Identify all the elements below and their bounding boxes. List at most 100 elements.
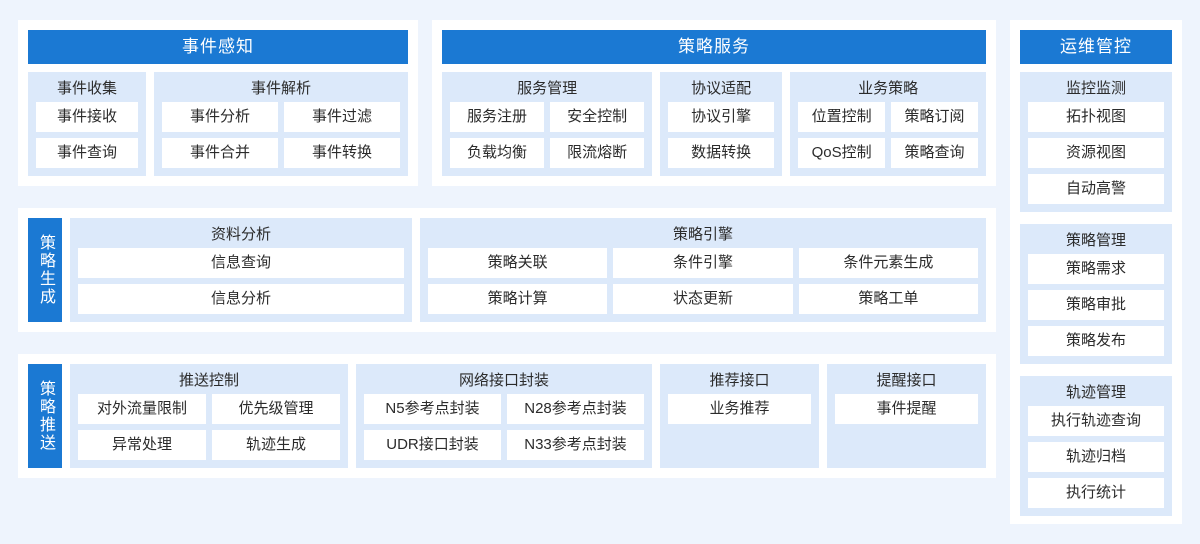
leaf-event-reminder[interactable]: 事件提醒	[835, 394, 978, 424]
leaf-n5-reference-point-encapsulation[interactable]: N5参考点封装	[364, 394, 501, 424]
leaf-execution-trace-query[interactable]: 执行轨迹查询	[1028, 406, 1164, 436]
leaf-policy-query[interactable]: 策略查询	[891, 138, 978, 168]
card-operation-management: 运维管控 监控监测 拓扑视图 资源视图 自动高警 策略管理 策略需求 策略审批 …	[1010, 20, 1182, 524]
group-title-event-parse: 事件解析	[250, 80, 311, 97]
group-service-management: 服务管理 服务注册 安全控制 负载均衡 限流熔断	[442, 72, 653, 176]
group-title-reminder-interface: 提醒接口	[876, 372, 937, 389]
group-title-monitoring: 监控监测	[1065, 80, 1126, 97]
leaf-policy-subscribe[interactable]: 策略订阅	[891, 102, 978, 132]
card-policy-push: 策略推送 推送控制 对外流量限制 优先级管理 异常处理 轨迹生成 网络接口封装 …	[18, 354, 996, 478]
card-policy-service: 策略服务 服务管理 服务注册 安全控制 负载均衡 限流熔断 协议适配	[432, 20, 996, 186]
leaf-policy-association[interactable]: 策略关联	[428, 248, 608, 278]
leaf-execution-statistics[interactable]: 执行统计	[1028, 478, 1164, 508]
leaf-policy-release[interactable]: 策略发布	[1028, 326, 1164, 356]
leaf-policy-requirement[interactable]: 策略需求	[1028, 254, 1164, 284]
leaf-list-data-analysis: 信息查询 信息分析	[78, 248, 404, 314]
group-trace-management: 轨迹管理 执行轨迹查询 轨迹归档 执行统计	[1020, 376, 1172, 516]
group-title-network-interface-encapsulation: 网络接口封装	[458, 372, 549, 389]
group-policy-engine: 策略引擎 策略关联 条件引擎 条件元素生成 策略计算 状态更新 策略工单	[420, 218, 986, 322]
leaf-protocol-engine[interactable]: 协议引擎	[668, 102, 775, 132]
leaf-condition-element-generation[interactable]: 条件元素生成	[798, 248, 978, 278]
leaf-trace-generation[interactable]: 轨迹生成	[212, 430, 340, 460]
policy-generation-groups: 资料分析 信息查询 信息分析 策略引擎 策略关联 条件引擎 条件元素生成 策略计…	[70, 218, 986, 322]
leaf-event-merge[interactable]: 事件合并	[162, 138, 278, 168]
side-label-policy-generation: 策略生成	[28, 218, 62, 322]
leaf-info-query[interactable]: 信息查询	[78, 248, 404, 278]
group-monitoring: 监控监测 拓扑视图 资源视图 自动高警	[1020, 72, 1172, 212]
leaf-condition-engine[interactable]: 条件引擎	[613, 248, 793, 278]
leaf-load-balance[interactable]: 负载均衡	[450, 138, 545, 168]
leaf-event-receive[interactable]: 事件接收	[36, 102, 138, 132]
leaf-list-network-interface-encapsulation: N5参考点封装 N28参考点封装 UDR接口封装 N33参考点封装	[364, 394, 644, 460]
leaf-n28-reference-point-encapsulation[interactable]: N28参考点封装	[507, 394, 644, 424]
group-reminder-interface: 提醒接口 事件提醒	[827, 364, 986, 468]
leaf-list-event-parse: 事件分析 事件过滤 事件合并 事件转换	[162, 102, 400, 168]
group-data-analysis: 资料分析 信息查询 信息分析	[70, 218, 412, 322]
group-title-policy-management: 策略管理	[1065, 232, 1126, 249]
leaf-business-recommendation[interactable]: 业务推荐	[668, 394, 811, 424]
left-column: 事件感知 事件收集 事件接收 事件查询 事件解析 事件分析 事件过滤	[18, 20, 996, 524]
leaf-info-analysis[interactable]: 信息分析	[78, 284, 404, 314]
group-event-collect: 事件收集 事件接收 事件查询	[28, 72, 146, 176]
leaf-service-register[interactable]: 服务注册	[450, 102, 545, 132]
leaf-external-traffic-limit[interactable]: 对外流量限制	[78, 394, 206, 424]
leaf-n33-reference-point-encapsulation[interactable]: N33参考点封装	[507, 430, 644, 460]
leaf-list-recommendation-interface: 业务推荐	[668, 394, 811, 460]
group-title-recommendation-interface: 推荐接口	[709, 372, 770, 389]
leaf-event-analysis[interactable]: 事件分析	[162, 102, 278, 132]
group-push-control: 推送控制 对外流量限制 优先级管理 异常处理 轨迹生成	[70, 364, 348, 468]
group-title-data-analysis: 资料分析	[210, 226, 271, 243]
group-title-protocol-adapt: 协议适配	[691, 80, 752, 97]
leaf-list-monitoring: 拓扑视图 资源视图 自动高警	[1028, 102, 1164, 204]
group-title-business-policy: 业务策略	[858, 80, 919, 97]
leaf-resource-view[interactable]: 资源视图	[1028, 138, 1164, 168]
leaf-list-event-collect: 事件接收 事件查询	[36, 102, 138, 168]
banner-event-sense: 事件感知	[28, 30, 408, 64]
right-column: 运维管控 监控监测 拓扑视图 资源视图 自动高警 策略管理 策略需求 策略审批 …	[1010, 20, 1182, 524]
group-title-trace-management: 轨迹管理	[1065, 384, 1126, 401]
leaf-security-control[interactable]: 安全控制	[550, 102, 645, 132]
banner-operation-management: 运维管控	[1020, 30, 1172, 64]
leaf-policy-work-order[interactable]: 策略工单	[798, 284, 978, 314]
leaf-list-policy-engine: 策略关联 条件引擎 条件元素生成 策略计算 状态更新 策略工单	[428, 248, 978, 314]
leaf-data-transform[interactable]: 数据转换	[668, 138, 775, 168]
leaf-status-update[interactable]: 状态更新	[613, 284, 793, 314]
card-event-sense: 事件感知 事件收集 事件接收 事件查询 事件解析 事件分析 事件过滤	[18, 20, 418, 186]
banner-policy-service: 策略服务	[442, 30, 986, 64]
group-title-policy-engine: 策略引擎	[672, 226, 733, 243]
leaf-location-control[interactable]: 位置控制	[798, 102, 886, 132]
leaf-list-service-management: 服务注册 安全控制 负载均衡 限流熔断	[450, 102, 645, 168]
leaf-event-query[interactable]: 事件查询	[36, 138, 138, 168]
leaf-rate-limit-fuse[interactable]: 限流熔断	[550, 138, 645, 168]
group-policy-management: 策略管理 策略需求 策略审批 策略发布	[1020, 224, 1172, 364]
group-event-parse: 事件解析 事件分析 事件过滤 事件合并 事件转换	[154, 72, 408, 176]
leaf-policy-approval[interactable]: 策略审批	[1028, 290, 1164, 320]
leaf-trace-archive[interactable]: 轨迹归档	[1028, 442, 1164, 472]
leaf-list-trace-management: 执行轨迹查询 轨迹归档 执行统计	[1028, 406, 1164, 508]
leaf-list-reminder-interface: 事件提醒	[835, 394, 978, 460]
group-business-policy: 业务策略 位置控制 策略订阅 QoS控制 策略查询	[790, 72, 986, 176]
leaf-list-protocol-adapt: 协议引擎 数据转换	[668, 102, 775, 168]
leaf-udr-interface-encapsulation[interactable]: UDR接口封装	[364, 430, 501, 460]
group-network-interface-encapsulation: 网络接口封装 N5参考点封装 N28参考点封装 UDR接口封装 N33参考点封装	[356, 364, 652, 468]
group-protocol-adapt: 协议适配 协议引擎 数据转换	[660, 72, 783, 176]
leaf-priority-management[interactable]: 优先级管理	[212, 394, 340, 424]
policy-service-groups: 服务管理 服务注册 安全控制 负载均衡 限流熔断 协议适配 协议引擎 数据转换	[442, 72, 986, 176]
group-title-service-management: 服务管理	[517, 80, 578, 97]
leaf-list-policy-management: 策略需求 策略审批 策略发布	[1028, 254, 1164, 356]
policy-push-groups: 推送控制 对外流量限制 优先级管理 异常处理 轨迹生成 网络接口封装 N5参考点…	[70, 364, 986, 468]
leaf-auto-alarm[interactable]: 自动高警	[1028, 174, 1164, 204]
leaf-policy-computation[interactable]: 策略计算	[428, 284, 608, 314]
side-label-policy-push: 策略推送	[28, 364, 62, 468]
leaf-exception-handling[interactable]: 异常处理	[78, 430, 206, 460]
leaf-qos-control[interactable]: QoS控制	[798, 138, 886, 168]
leaf-event-transform[interactable]: 事件转换	[284, 138, 400, 168]
group-title-event-collect: 事件收集	[56, 80, 117, 97]
card-policy-generation: 策略生成 资料分析 信息查询 信息分析 策略引擎 策略关联 条件引擎 条件元素生…	[18, 208, 996, 332]
leaf-topology-view[interactable]: 拓扑视图	[1028, 102, 1164, 132]
leaf-list-business-policy: 位置控制 策略订阅 QoS控制 策略查询	[798, 102, 978, 168]
leaf-event-filter[interactable]: 事件过滤	[284, 102, 400, 132]
top-row: 事件感知 事件收集 事件接收 事件查询 事件解析 事件分析 事件过滤	[18, 20, 996, 186]
event-sense-groups: 事件收集 事件接收 事件查询 事件解析 事件分析 事件过滤 事件合并 事件转换	[28, 72, 408, 176]
